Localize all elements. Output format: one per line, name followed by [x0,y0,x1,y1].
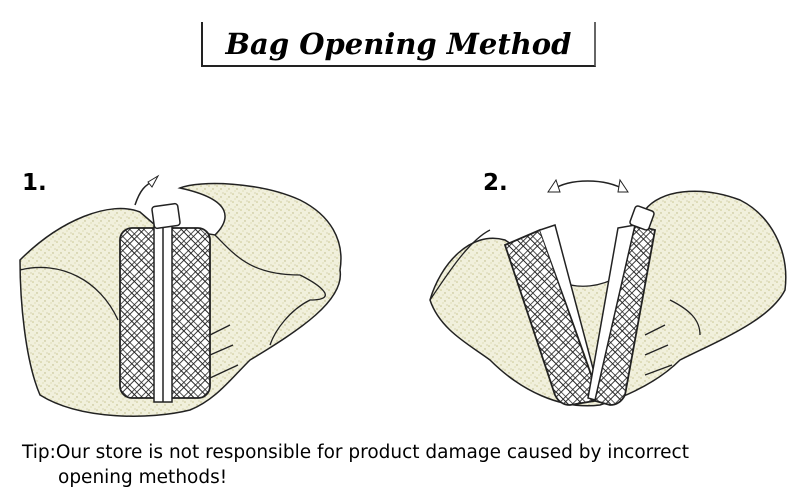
page-title: Bag Opening Method [225,26,572,61]
tip-line-2: opening methods! [58,467,228,488]
step-1-label: 1. [22,170,47,196]
bag-illustration-2 [503,205,657,406]
tip-text: Tip:Our store is not responsible for pro… [22,440,792,490]
tip-line-1: Tip:Our store is not responsible for pro… [22,442,689,463]
title-box: Bag Opening Method [201,22,596,67]
step-2-label: 2. [483,170,508,196]
bag-illustration-1 [119,202,211,403]
